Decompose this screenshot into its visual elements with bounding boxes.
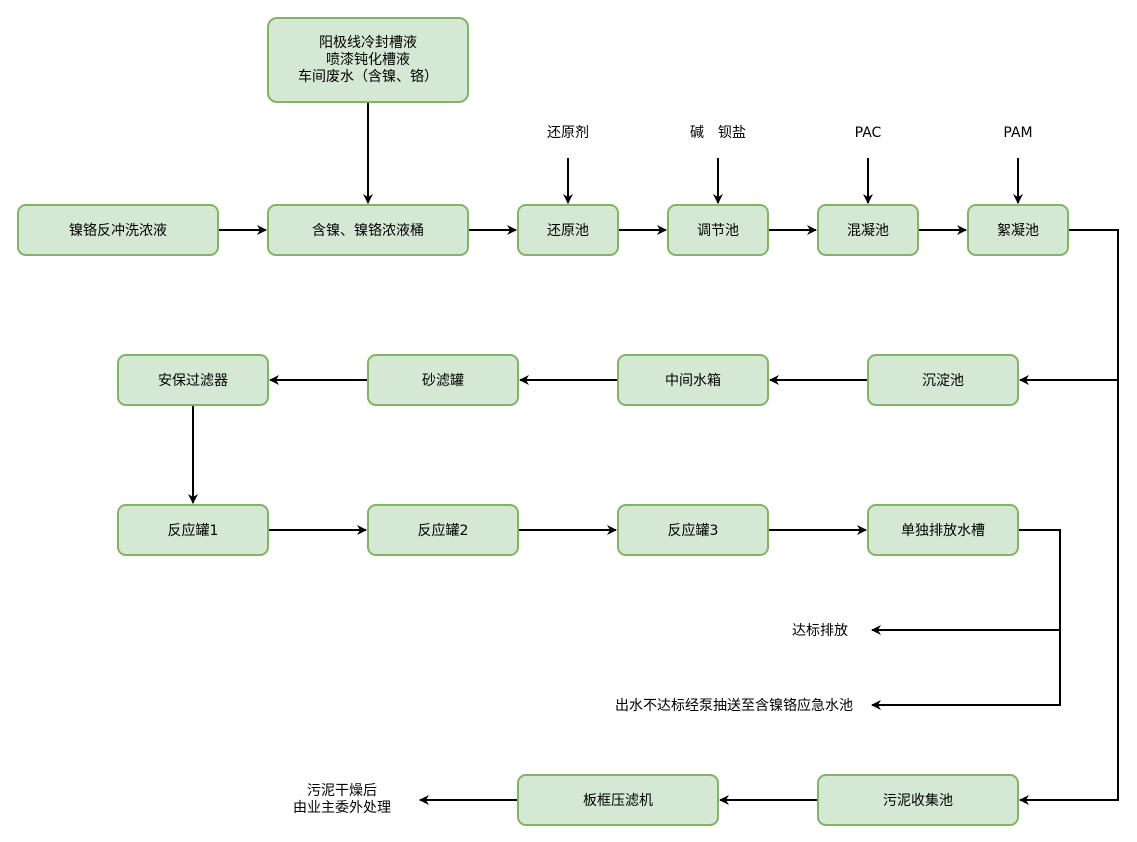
sludge-disposal-line-2: 由业主委外处理	[293, 800, 391, 816]
labels: 还原剂 碱 钡盐 PAC PAM 达标排放 出水不达标经泵抽送至含镍铬应急水池 …	[293, 125, 1033, 816]
middle-tank-box[interactable]: 中间水箱	[617, 354, 769, 406]
alkali-barium-label: 碱 钡盐	[690, 125, 746, 141]
source-line-1: 阳极线冷封槽液	[319, 35, 417, 51]
security-filter-box[interactable]: 安保过滤器	[117, 354, 269, 406]
pam-label: PAM	[1003, 125, 1032, 141]
concentrate-tank-label: 含镍、镍铬浓液桶	[312, 223, 424, 239]
reactor-2-label: 反应罐2	[418, 522, 469, 539]
sand-filter-label: 砂滤罐	[422, 373, 464, 389]
edge-flocculation-to-sludge	[1019, 229, 1119, 805]
coagulation-pool-label: 混凝池	[847, 223, 889, 239]
sludge-pool-box[interactable]: 污泥收集池	[817, 774, 1019, 826]
flocculation-pool-box[interactable]: 絮凝池	[967, 204, 1069, 256]
coagulation-pool-box[interactable]: 混凝池	[817, 204, 919, 256]
reactor-2-box[interactable]: 反应罐2	[367, 504, 519, 556]
reduction-pool-box[interactable]: 还原池	[517, 204, 619, 256]
discharge-tank-label: 单独排放水槽	[901, 523, 985, 539]
reduction-pool-label: 还原池	[547, 223, 589, 239]
reactor-1-label: 反应罐1	[168, 522, 219, 539]
compliant-discharge-label: 达标排放	[792, 623, 848, 639]
nodes: 阳极线冷封槽液 喷漆钝化槽液 车间废水（含镍、铬） 镍铬反冲洗浓液 含镍、镍铬浓…	[17, 17, 1069, 826]
noncompliant-discharge-label: 出水不达标经泵抽送至含镍铬应急水池	[615, 697, 853, 714]
reactor-3-box[interactable]: 反应罐3	[617, 504, 769, 556]
pac-label: PAC	[855, 125, 882, 141]
backwash-box[interactable]: 镍铬反冲洗浓液	[17, 204, 219, 256]
reactor-1-box[interactable]: 反应罐1	[117, 504, 269, 556]
filter-press-label: 板框压滤机	[583, 793, 653, 809]
source-line-3: 车间废水（含镍、铬）	[298, 68, 438, 85]
sludge-pool-label: 污泥收集池	[883, 792, 953, 809]
sedimentation-pool-box[interactable]: 沉淀池	[867, 354, 1019, 406]
concentrate-tank-box[interactable]: 含镍、镍铬浓液桶	[267, 204, 469, 256]
adjust-pool-label: 调节池	[697, 223, 739, 239]
security-filter-label: 安保过滤器	[158, 373, 228, 389]
sedimentation-pool-label: 沉淀池	[922, 373, 964, 389]
source-liquids-box[interactable]: 阳极线冷封槽液 喷漆钝化槽液 车间废水（含镍、铬）	[267, 17, 469, 103]
reducer-label: 还原剂	[547, 125, 589, 141]
edges	[188, 102, 1119, 805]
adjust-pool-box[interactable]: 调节池	[667, 204, 769, 256]
middle-tank-label: 中间水箱	[665, 373, 721, 389]
backwash-label: 镍铬反冲洗浓液	[69, 223, 167, 239]
reactor-3-label: 反应罐3	[668, 522, 719, 539]
source-line-2: 喷漆钝化槽液	[326, 52, 410, 68]
sand-filter-box[interactable]: 砂滤罐	[367, 354, 519, 406]
flocculation-pool-label: 絮凝池	[997, 222, 1039, 239]
edge-discharge-to-noncompliant	[871, 529, 1061, 710]
sludge-disposal-line-1: 污泥干燥后	[307, 783, 377, 799]
filter-press-box[interactable]: 板框压滤机	[517, 774, 719, 826]
discharge-tank-box[interactable]: 单独排放水槽	[867, 504, 1019, 556]
